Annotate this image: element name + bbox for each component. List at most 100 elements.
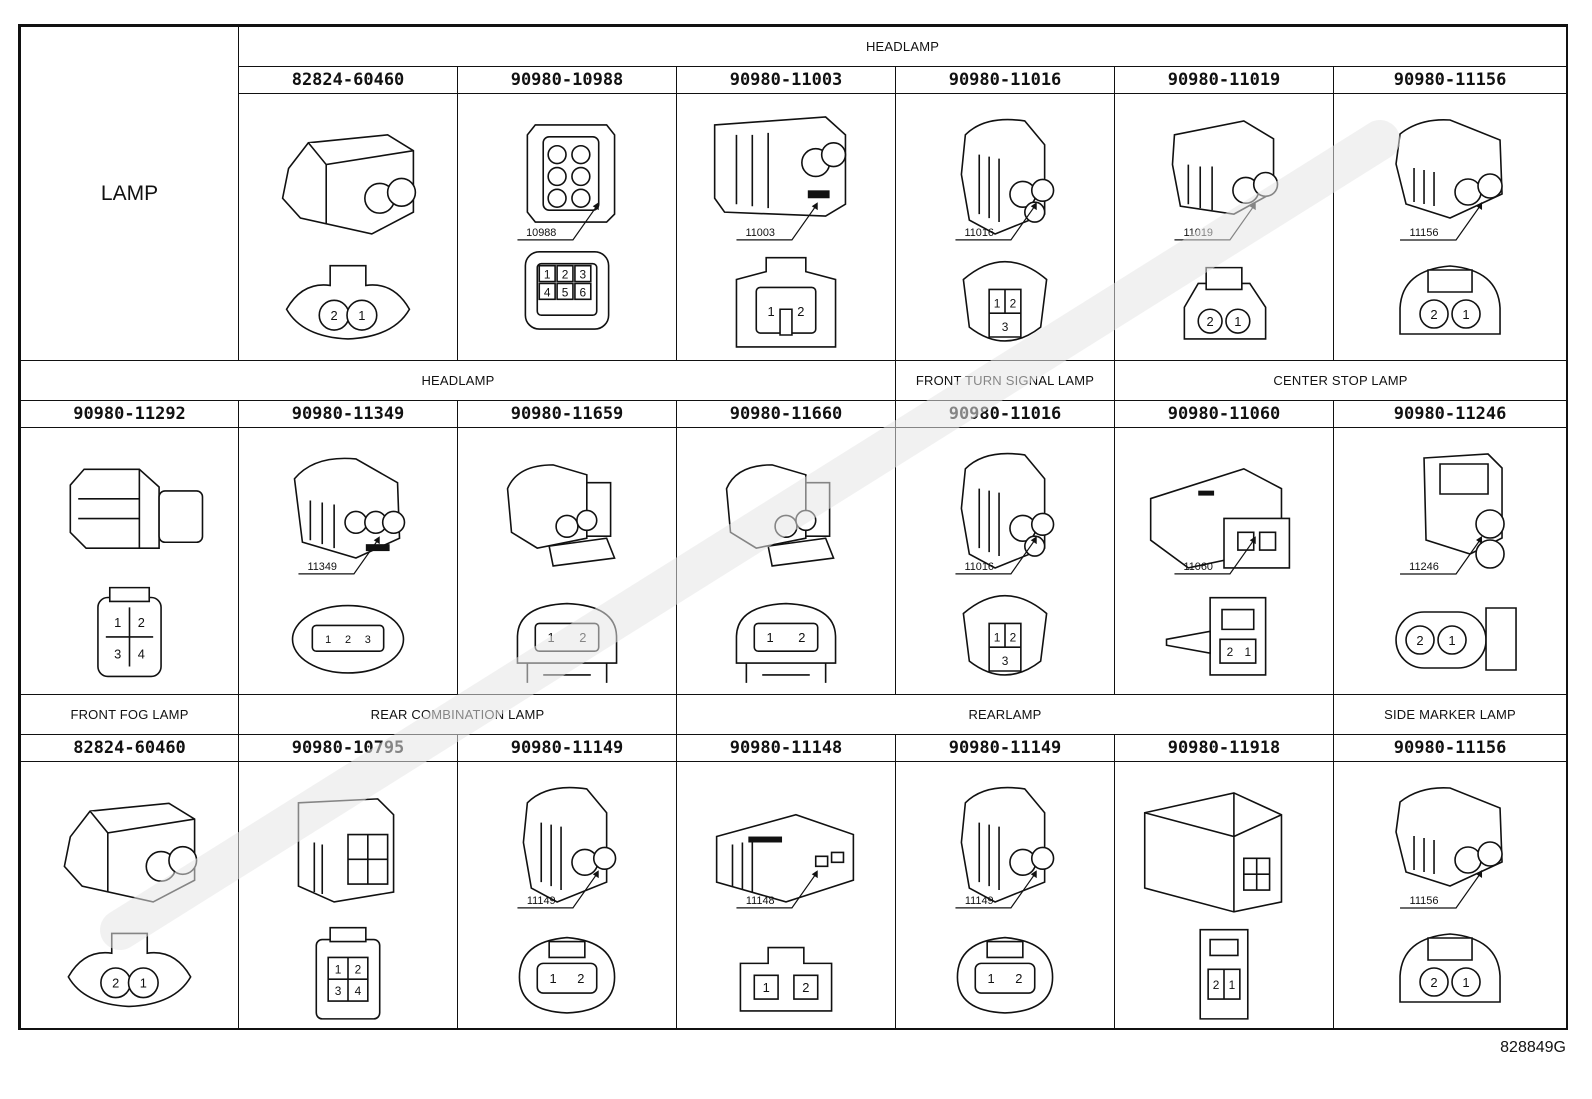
part-number: 90980-11246 xyxy=(1332,400,1568,428)
pin-1: 1 xyxy=(1229,978,1236,992)
connector-drawing: 2 1 11019 xyxy=(1115,94,1333,360)
pin-1: 1 xyxy=(140,976,147,991)
pin-2: 2 xyxy=(579,630,586,645)
pin-2: 2 xyxy=(1207,314,1214,329)
part-number: 90980-10988 xyxy=(457,66,677,94)
pin-3: 3 xyxy=(335,984,342,998)
pin-2: 2 xyxy=(798,630,805,645)
part-number: 82824-60460 xyxy=(20,734,239,762)
pin-2: 2 xyxy=(577,971,584,986)
pin-3: 3 xyxy=(114,647,121,662)
callout-leader xyxy=(1400,206,1480,240)
pin-1: 1 xyxy=(767,630,774,645)
pin-2: 2 xyxy=(1430,975,1437,990)
part-number: 82824-60460 xyxy=(238,66,458,94)
arrow-icon xyxy=(1476,536,1483,544)
part-number: 90980-11060 xyxy=(1114,400,1334,428)
part-number: 90980-11016 xyxy=(895,400,1115,428)
group-headlamp-2: HEADLAMP xyxy=(20,360,896,401)
pin-5: 5 xyxy=(562,285,569,299)
pin-4: 4 xyxy=(138,647,145,662)
callout-label: 11149 xyxy=(965,895,994,907)
part-number: 90980-11156 xyxy=(1332,734,1568,762)
part-number: 90980-11349 xyxy=(238,400,458,428)
callout-label: 11246 xyxy=(1409,561,1439,573)
pin-6: 6 xyxy=(580,285,587,299)
callout-label: 11148 xyxy=(746,895,775,907)
connector-cell: 2 1 11019 xyxy=(1114,93,1334,361)
pin-1: 1 xyxy=(988,971,995,986)
pin-1: 1 xyxy=(994,296,1001,310)
pin-2: 2 xyxy=(1430,307,1437,322)
connector-cell: 1 2 3 4 xyxy=(20,427,239,695)
part-number: 90980-11292 xyxy=(20,400,239,428)
pin-3: 3 xyxy=(1002,654,1009,668)
pin-2: 2 xyxy=(345,634,351,646)
part-number: 90980-10795 xyxy=(238,734,458,762)
pin-3: 3 xyxy=(580,268,587,282)
pin-3: 3 xyxy=(1002,320,1009,334)
part-number: 90980-11149 xyxy=(895,734,1115,762)
callout-label: 10988 xyxy=(526,227,556,239)
callout-label: 11019 xyxy=(1183,227,1212,239)
callout-leader xyxy=(1400,874,1480,908)
pin-1: 1 xyxy=(335,962,342,976)
callout-label: 11156 xyxy=(1410,227,1439,239)
callout-label: 11016 xyxy=(964,561,993,573)
connector-drawing: 1 2 3 4 xyxy=(21,428,238,694)
pin-1: 1 xyxy=(763,980,770,995)
group-rearlamp: REARLAMP xyxy=(676,694,1334,735)
pin-3: 3 xyxy=(365,634,371,646)
part-number: 90980-11918 xyxy=(1114,734,1334,762)
part-number: 90980-11149 xyxy=(457,734,677,762)
pin-4: 4 xyxy=(355,984,362,998)
pin-2: 2 xyxy=(331,308,338,323)
pin-2: 2 xyxy=(1010,296,1017,310)
group-center-stop: CENTER STOP LAMP xyxy=(1113,360,1568,401)
callout-label: 11016 xyxy=(964,227,993,239)
pin-1: 1 xyxy=(1462,307,1469,322)
pin-2: 2 xyxy=(802,980,809,995)
pin-1: 1 xyxy=(114,615,121,630)
arrow-icon xyxy=(1476,202,1483,210)
pin-2: 2 xyxy=(562,268,569,282)
pin-2: 2 xyxy=(1227,645,1234,659)
pin-1: 1 xyxy=(1234,314,1241,329)
pin-2: 2 xyxy=(138,615,145,630)
pin-4: 4 xyxy=(544,285,551,299)
callout-leader xyxy=(1400,540,1480,574)
lamp-label: LAMP xyxy=(20,26,239,361)
pin-1: 1 xyxy=(548,630,555,645)
pin-1: 1 xyxy=(768,304,775,319)
pin-1: 1 xyxy=(544,268,551,282)
pin-2: 2 xyxy=(797,304,804,319)
callout-label: 11060 xyxy=(1183,561,1212,573)
callout-label: 11349 xyxy=(307,561,336,573)
group-side-marker: SIDE MARKER LAMP xyxy=(1332,694,1568,735)
part-number: 90980-11148 xyxy=(676,734,896,762)
part-number: 90980-11019 xyxy=(1114,66,1334,94)
